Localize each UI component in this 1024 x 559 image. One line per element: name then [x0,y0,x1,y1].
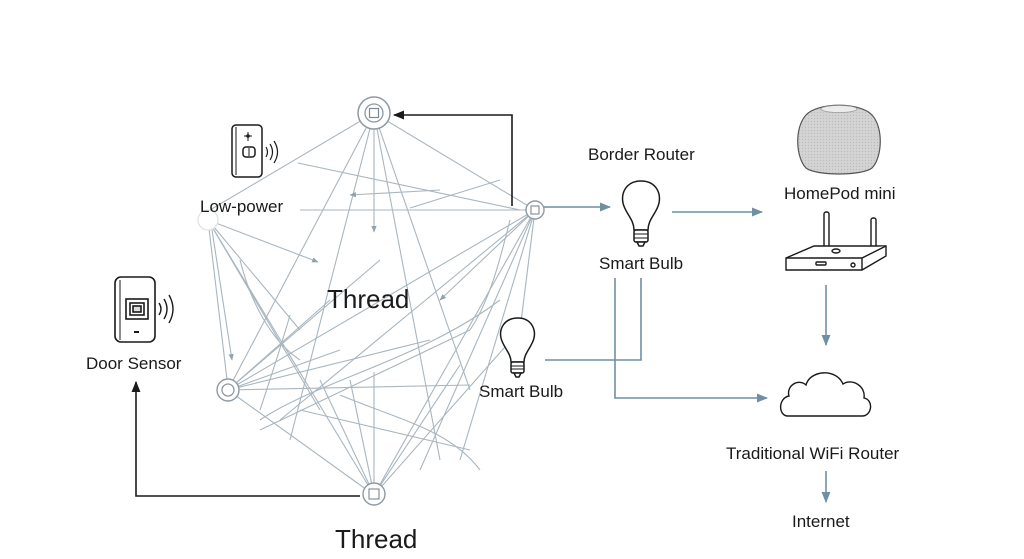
wifi-router-label: Traditional WiFi Router [726,444,900,463]
thread-bottom-label: Thread [335,524,418,554]
dark-arrow-right-to-top [392,110,513,206]
internet-label: Internet [792,512,850,531]
thread-node-bottom [362,482,386,506]
smart-bulb-mid-label: Smart Bulb [479,382,564,401]
homepod-mini-icon [797,104,881,175]
door-sensor-icon [114,276,174,343]
dark-arrow-door-to-thread [131,380,360,497]
cloud-icon [779,372,872,417]
wifi-router-icon [785,211,887,271]
door-sensor-label: Door Sensor [86,354,182,373]
low-power-device-icon [231,124,279,178]
border-router-label: Border Router [588,145,695,164]
thread-node-left-bottom [216,378,240,402]
thread-node-left-top [197,209,219,231]
thread-node-right [525,200,545,220]
low-power-label: Low-power [200,197,284,216]
smart-bulb-top-label: Smart Bulb [599,254,684,273]
smart-bulb-icon-2 [499,317,536,378]
mesh-lines [207,112,536,496]
smart-bulb-icon [621,180,661,247]
flow-lines [544,202,831,504]
thread-node-top [357,96,391,130]
homepod-mini-label: HomePod mini [784,184,896,203]
thread-center-label: Thread [327,284,410,314]
